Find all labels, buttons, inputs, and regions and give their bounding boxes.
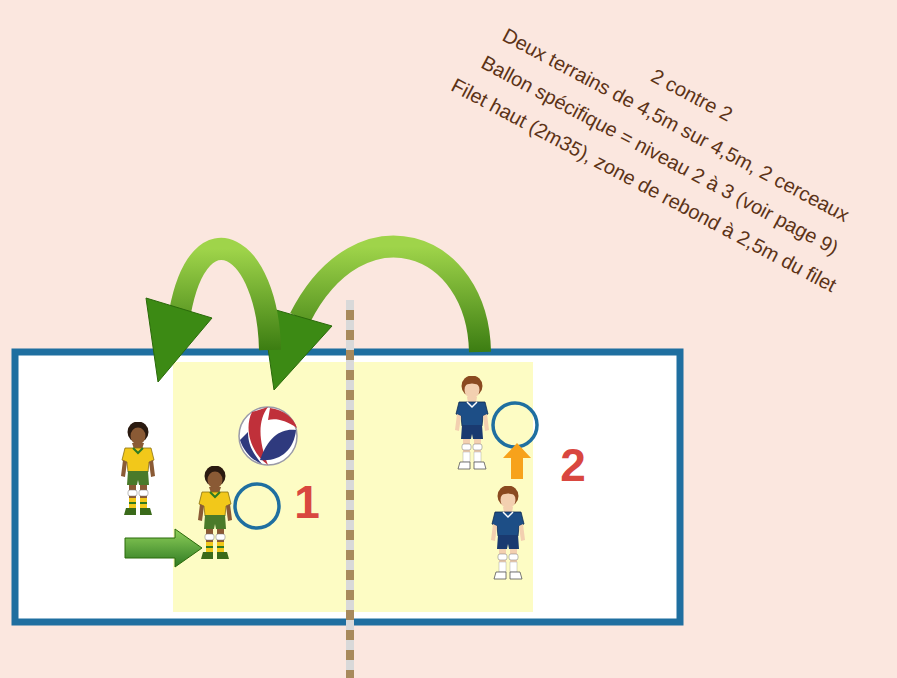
player-blue	[455, 376, 489, 470]
player-yellow	[121, 422, 155, 516]
setup-notes: 2 contre 2Deux terrains de 4,5m sur 4,5m…	[371, 0, 897, 341]
ball-panel	[268, 408, 297, 428]
ball-body	[239, 407, 297, 465]
movement-arrow	[125, 529, 202, 567]
net-line	[346, 300, 354, 678]
net-line	[346, 310, 354, 678]
pass-arrow	[146, 249, 270, 382]
callout-number: 2	[560, 442, 586, 488]
player-blue	[491, 486, 525, 580]
arrow-shaft	[300, 247, 480, 352]
hoop	[235, 484, 279, 528]
ball-panel	[240, 432, 262, 464]
arrow-head	[146, 298, 212, 382]
movement-arrow	[503, 443, 531, 479]
ball-panel	[260, 430, 296, 461]
volleyball	[239, 407, 297, 465]
callout-number: 1	[294, 479, 320, 525]
hoop	[493, 403, 537, 447]
pass-arrow	[262, 247, 480, 390]
player-yellow	[198, 466, 232, 560]
